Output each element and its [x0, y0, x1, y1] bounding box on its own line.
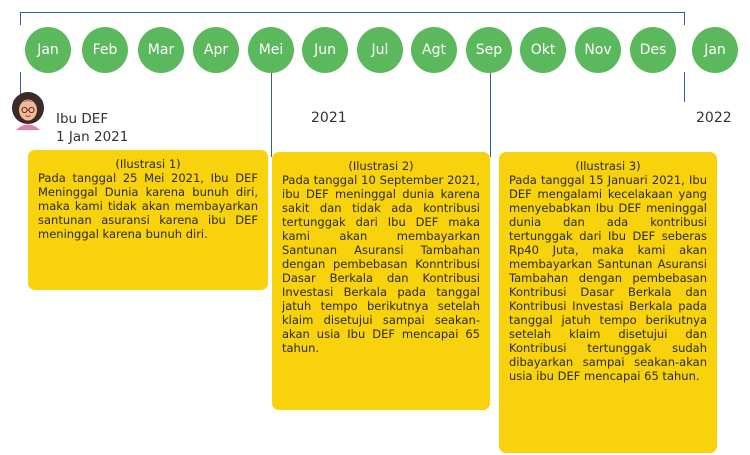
illustration-card-2: (Ilustrasi 2) Pada tanggal 10 September …: [272, 152, 490, 410]
illustration-card-1: (Ilustrasi 1) Pada tanggal 25 Mei 2021, …: [28, 150, 268, 290]
month-nov: Nov: [575, 27, 621, 73]
month-sep: Sep: [466, 27, 512, 73]
timeline-left-tick: [20, 12, 21, 25]
month-jun: Jun: [302, 27, 348, 73]
card-text: Pada tanggal 25 Mei 2021, Ibu DEF Mening…: [38, 171, 258, 241]
month-feb: Feb: [82, 27, 128, 73]
card-text: Pada tanggal 15 Januari 2021, Ibu DEF me…: [509, 173, 707, 383]
card-title: (Ilustrasi 2): [348, 159, 414, 173]
illustration-card-3: (Ilustrasi 3) Pada tanggal 15 Januari 20…: [499, 152, 717, 453]
timeline-right-tick: [684, 12, 685, 25]
timeline-right-drop: [684, 72, 685, 102]
month-jul: Jul: [357, 27, 403, 73]
year-2022: 2022: [696, 110, 732, 126]
year-2021: 2021: [311, 110, 347, 126]
timeline-left-drop: [20, 72, 21, 96]
card-title: (Ilustrasi 3): [575, 159, 641, 173]
month-mei: Mei: [248, 27, 294, 73]
avatar-icon: [12, 92, 44, 130]
month-jan-next: Jan: [692, 27, 738, 73]
card-title: (Ilustrasi 1): [115, 157, 181, 171]
connector-sep: [490, 72, 491, 157]
person-info: Ibu DEF 1 Jan 2021: [56, 110, 128, 146]
person-date: 1 Jan 2021: [56, 129, 129, 145]
timeline-top-line: [20, 12, 685, 13]
month-okt: Okt: [520, 27, 566, 73]
person-name: Ibu DEF: [56, 111, 109, 127]
card-text: Pada tanggal 10 September 2021, ibu DEF …: [282, 173, 480, 355]
month-apr: Apr: [193, 27, 239, 73]
month-agt: Agt: [411, 27, 457, 73]
month-mar: Mar: [138, 27, 184, 73]
month-jan: Jan: [25, 27, 71, 73]
month-des: Des: [630, 27, 676, 73]
connector-mei: [271, 72, 272, 157]
